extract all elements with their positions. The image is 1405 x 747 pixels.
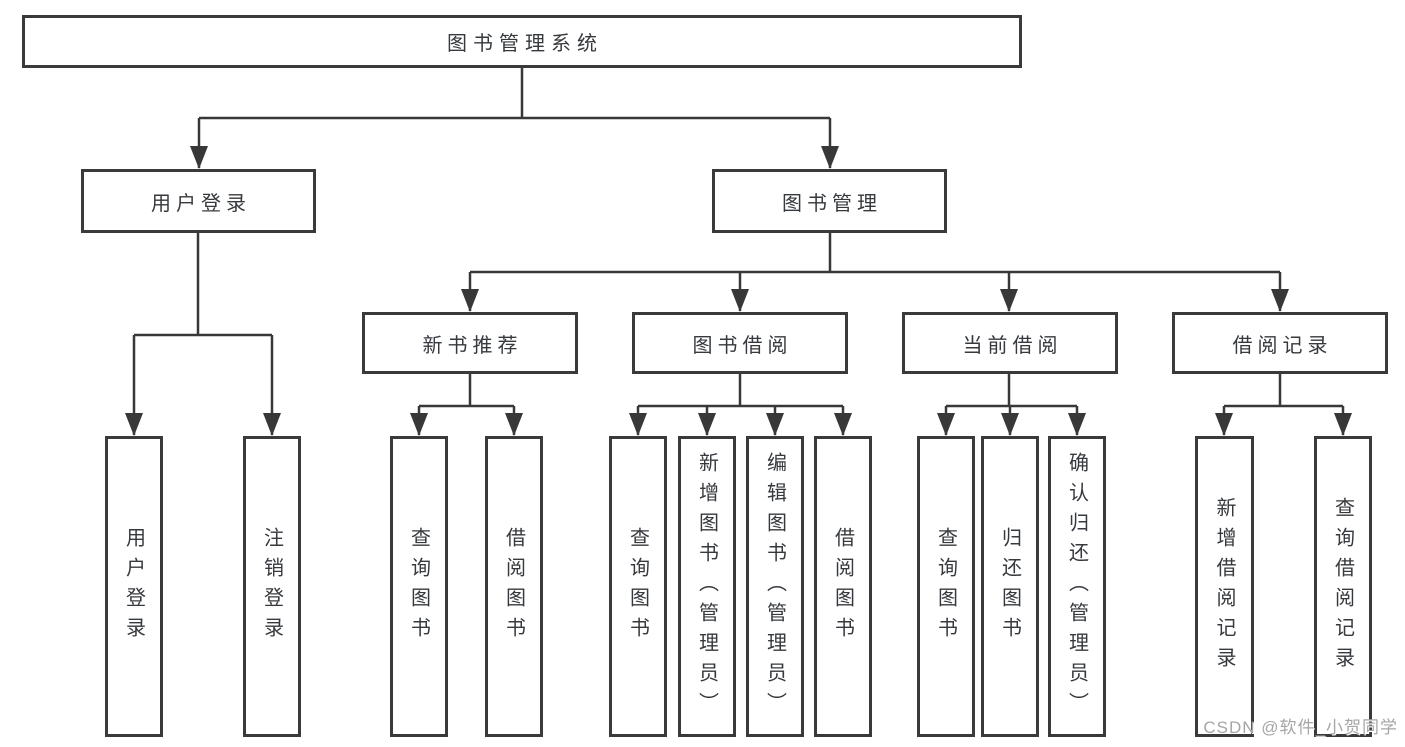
leaf-borrow-borrow-book: 借阅图书 (814, 436, 872, 737)
node-book-borrow: 图书借阅 (632, 312, 848, 374)
leaf-borrow-add-book: 新增图书（管理员） (678, 436, 736, 737)
elbow-book-borrow (638, 374, 843, 408)
elbow-user-login (134, 233, 272, 337)
leaf-recommend-query-book: 查询图书 (390, 436, 448, 737)
node-current-borrow: 当前借阅 (902, 312, 1118, 374)
elbow-new-book-recommend (419, 374, 514, 408)
leaf-record-add: 新增借阅记录 (1195, 436, 1254, 737)
leaf-borrow-edit-book: 编辑图书（管理员） (746, 436, 804, 737)
elbow-borrow-record (1224, 374, 1343, 408)
node-book-management-system: 图书管理系统 (22, 15, 1022, 68)
csdn-watermark: CSDN @软件_小贺同学 (1203, 718, 1398, 737)
leaf-user-login: 用户登录 (105, 436, 163, 737)
leaf-borrow-query-book: 查询图书 (609, 436, 667, 737)
node-user-login: 用户登录 (81, 169, 316, 233)
leaf-logout: 注销登录 (243, 436, 301, 737)
leaf-current-query-book: 查询图书 (917, 436, 975, 737)
node-new-book-recommend: 新书推荐 (362, 312, 578, 374)
node-book-management: 图书管理 (712, 169, 947, 233)
leaf-recommend-borrow-book: 借阅图书 (485, 436, 543, 737)
leaf-record-query: 查询借阅记录 (1314, 436, 1372, 737)
leaf-current-return-book: 归还图书 (981, 436, 1039, 737)
node-borrow-record: 借阅记录 (1172, 312, 1388, 374)
elbow-root (199, 68, 830, 120)
elbow-book-management (470, 233, 1280, 274)
elbow-current-borrow (946, 374, 1077, 408)
leaf-current-confirm-return: 确认归还（管理员） (1048, 436, 1106, 737)
